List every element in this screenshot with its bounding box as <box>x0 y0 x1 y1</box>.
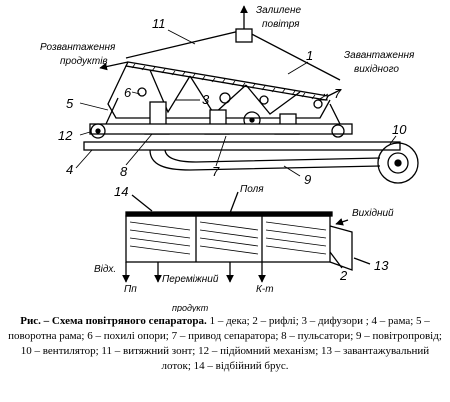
air-out-label-2: повітря <box>262 19 300 30</box>
diffuser <box>245 84 301 115</box>
num-1: 1 <box>306 48 313 63</box>
pole-label: Поля <box>240 184 264 195</box>
unload-arrow <box>99 61 129 71</box>
load-label-1: Завантаження <box>344 50 415 61</box>
num-11: 11 <box>152 16 166 31</box>
product-label: продукт <box>172 303 209 312</box>
fan <box>377 142 419 184</box>
body-outline <box>107 65 331 119</box>
vidkh-label: Відх. <box>94 264 116 275</box>
num-2: 2 <box>339 268 348 283</box>
hood-outlet <box>235 28 253 43</box>
kt-label: К-т <box>256 284 274 295</box>
num-12: 12 <box>58 128 73 143</box>
riffles <box>129 221 327 255</box>
num-14: 14 <box>114 184 128 199</box>
caption-head: Рис. – Схема повітряного сепаратора. <box>20 315 207 327</box>
figure-caption: Рис. – Схема повітряного сепаратора. 1 –… <box>6 314 444 374</box>
inclined-support <box>105 97 119 125</box>
intermediate-label: Переміжний <box>162 274 219 285</box>
frame <box>83 141 401 151</box>
joint <box>137 87 147 97</box>
num-9: 9 <box>304 172 311 187</box>
separator-plan-view <box>122 191 371 283</box>
joint <box>313 99 323 109</box>
num-7-top: 7 <box>334 86 342 101</box>
num-4: 4 <box>66 162 73 177</box>
leader-lines <box>75 29 397 177</box>
unload-label-2: продуктів <box>60 56 108 67</box>
diffuser <box>149 69 191 114</box>
deck-plan <box>125 215 331 263</box>
load-label-2: вихідного <box>354 64 399 75</box>
joint <box>219 92 231 104</box>
loading-tray <box>329 225 353 271</box>
air-duct <box>149 149 381 171</box>
separator-diagram: Залилене повітря Розвантаження продуктів… <box>40 5 419 312</box>
joint <box>259 95 269 105</box>
separator-side-view <box>83 5 419 184</box>
baffle-bar <box>125 211 333 217</box>
num-6: 6 <box>124 85 132 100</box>
initial-label: Вихідний <box>352 208 394 219</box>
pp-label: Пп <box>124 284 137 295</box>
inclined-support <box>329 103 341 125</box>
lifting-mechanism <box>90 123 106 139</box>
num-13: 13 <box>374 258 389 273</box>
num-10: 10 <box>392 122 407 137</box>
unload-label-1: Розвантаження <box>40 42 116 53</box>
caption-body: 1 – дека; 2 – рифлі; 3 – дифузори ; 4 – … <box>8 315 442 372</box>
rotary-frame <box>89 123 353 135</box>
num-5: 5 <box>66 96 74 111</box>
air-out-label-1: Залилене <box>256 5 301 16</box>
num-3: 3 <box>202 92 210 107</box>
deck <box>125 61 329 101</box>
num-7: 7 <box>212 164 220 179</box>
num-8: 8 <box>120 164 128 179</box>
